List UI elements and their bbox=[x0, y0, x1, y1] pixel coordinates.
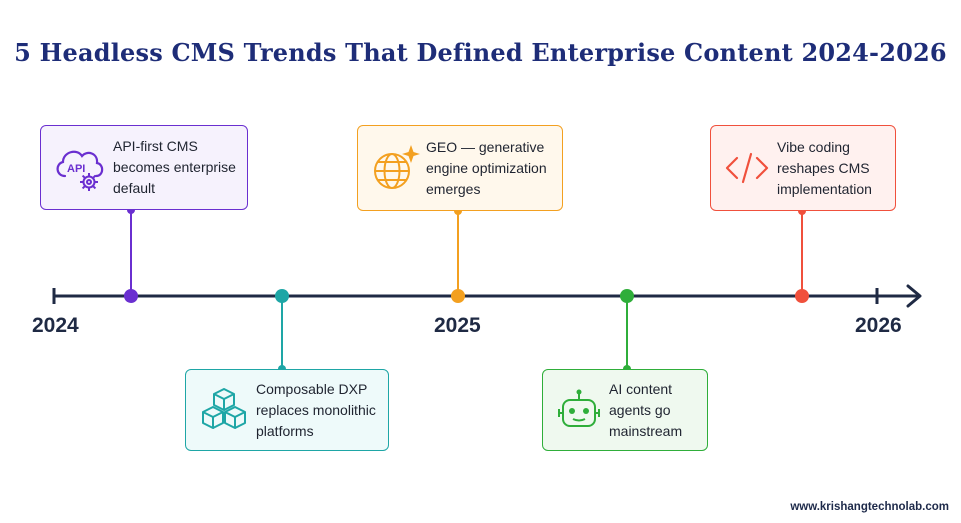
marker-2 bbox=[275, 289, 289, 303]
event-card-geo: GEO — generative engine optimization eme… bbox=[357, 125, 563, 211]
event-card-api-first: API API-first CMS becomes enterprise def… bbox=[40, 125, 248, 210]
marker-3 bbox=[451, 289, 465, 303]
cloud-api-gear-icon: API bbox=[47, 138, 113, 198]
code-brackets-icon bbox=[717, 138, 777, 198]
svg-text:API: API bbox=[67, 163, 85, 175]
marker-5 bbox=[795, 289, 809, 303]
website-url: www.krishangtechnolab.com bbox=[790, 501, 949, 513]
event-label: AI content agents go mainstream bbox=[609, 380, 683, 439]
marker-4 bbox=[620, 289, 634, 303]
year-2024: 2024 bbox=[32, 314, 79, 337]
year-2026: 2026 bbox=[855, 314, 902, 337]
year-2025: 2025 bbox=[434, 314, 481, 337]
event-label: GEO — generative engine optimization eme… bbox=[426, 138, 547, 197]
event-card-vibe-coding: Vibe coding reshapes CMS implementation bbox=[710, 125, 896, 211]
event-label: Composable DXP replaces monolithic platf… bbox=[256, 380, 376, 439]
axis-arrow-icon bbox=[906, 284, 922, 308]
event-card-composable-dxp: Composable DXP replaces monolithic platf… bbox=[185, 369, 389, 451]
globe-sparkle-icon bbox=[364, 138, 426, 198]
event-label: API-first CMS becomes enterprise default bbox=[113, 138, 236, 196]
event-card-ai-agents: AI content agents go mainstream bbox=[542, 369, 708, 451]
cubes-icon bbox=[192, 380, 256, 440]
event-label: Vibe coding reshapes CMS implementation bbox=[777, 138, 872, 197]
robot-icon bbox=[549, 380, 609, 440]
marker-1 bbox=[124, 289, 138, 303]
page-title: 5 Headless CMS Trends That Defined Enter… bbox=[14, 38, 947, 67]
